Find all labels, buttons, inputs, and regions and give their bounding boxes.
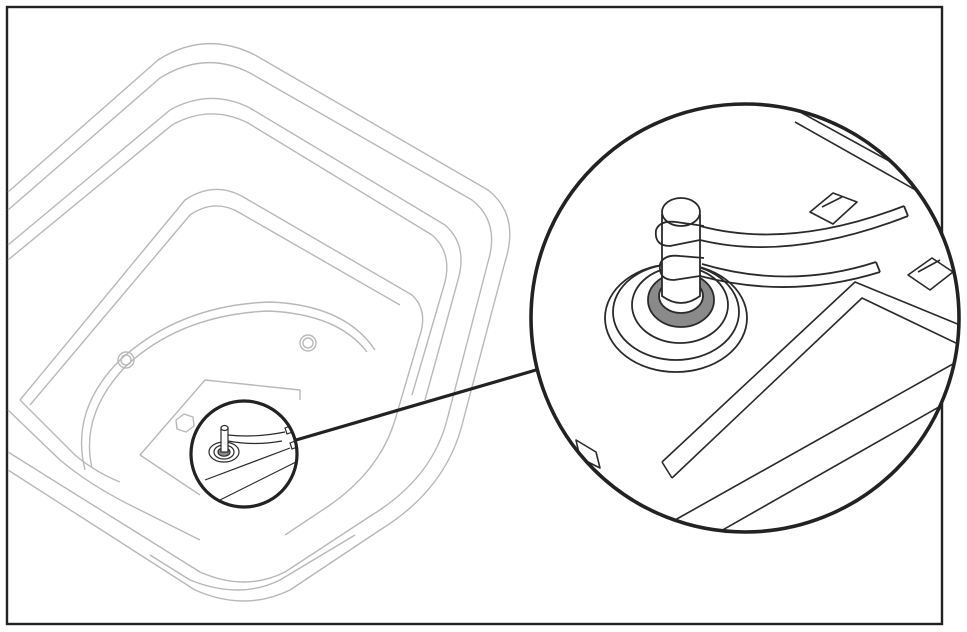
floor-plate bbox=[139, 379, 301, 456]
tub-rim-lip bbox=[7, 97, 462, 401]
bolt-left bbox=[117, 351, 135, 369]
tub-inner-wall-2 bbox=[29, 205, 401, 406]
detail-circle-large bbox=[529, 102, 961, 534]
tub-base bbox=[149, 534, 356, 591]
detail-circle-large-content bbox=[531, 104, 959, 532]
floor-plate-left bbox=[139, 454, 201, 496]
tub-lower-left-2 bbox=[19, 399, 121, 483]
tub-lower-left bbox=[7, 409, 201, 541]
clip-tab-top bbox=[809, 192, 858, 225]
callout-leader-line bbox=[295, 368, 537, 442]
tub-outer-rim bbox=[7, 42, 511, 602]
detail-circle-small-content bbox=[191, 401, 297, 507]
bolt-right bbox=[299, 334, 317, 352]
tub-outline bbox=[7, 42, 511, 602]
bolt-left-inner bbox=[120, 354, 132, 366]
tub-lower-right bbox=[284, 419, 396, 536]
tub-inner-wall bbox=[19, 188, 424, 421]
bolt-right-inner bbox=[302, 337, 314, 349]
tub-floor-ellipse-2 bbox=[88, 310, 368, 469]
tub-rim-lip-2 bbox=[7, 113, 448, 396]
tub-floor-ellipse bbox=[80, 301, 376, 471]
tub-rim-inner-edge bbox=[7, 62, 493, 583]
hex-nut bbox=[175, 413, 195, 433]
detail-circle-small bbox=[189, 399, 299, 509]
drain-fitting bbox=[604, 197, 909, 373]
